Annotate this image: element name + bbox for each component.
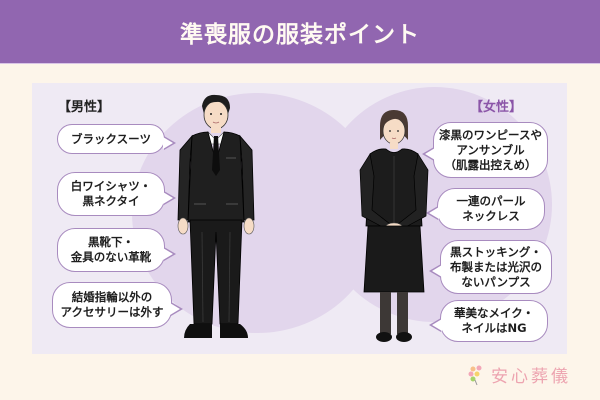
male-section-label: 【男性】	[58, 100, 111, 115]
female-point-dress: 漆黒のワンピースや アンサンブル （肌露出控えめ）	[422, 122, 548, 178]
female-figure-illustration	[359, 110, 429, 342]
bubble-text: ないパンプス	[461, 274, 531, 289]
bubble-text: 白ワイシャツ・	[70, 179, 152, 193]
bubble-text: 漆黒のワンピースや	[439, 127, 542, 142]
bubble-text: 布製または光沢の	[450, 259, 542, 274]
male-point-suit: ブラックスーツ	[57, 124, 176, 154]
brand-name: 安心葬儀	[491, 367, 571, 387]
bubble-text: 金具のない革靴	[70, 250, 152, 264]
header-banner: 準喪服の服装ポイント	[0, 0, 600, 64]
bubble-text: ブラックスーツ	[71, 131, 151, 146]
bubble-text: （肌露出控えめ）	[444, 157, 537, 172]
flower-bouquet-icon	[468, 365, 482, 385]
female-point-makeup: 華美なメイク・ ネイルはNG	[429, 300, 548, 342]
bubble-text: 黒靴下・	[88, 235, 134, 249]
bubble-text: ネックレス	[462, 209, 520, 223]
bubble-text: ネイルはNG	[461, 321, 527, 335]
female-point-stockings-pumps: 黒ストッキング・ 布製または光沢の ないパンプス	[429, 240, 552, 294]
bubble-text: アクセサリーは外す	[60, 305, 164, 319]
page-title: 準喪服の服装ポイント	[180, 21, 420, 48]
bubble-text: 黒ネクタイ	[82, 194, 140, 208]
brand-logo: 安心葬儀	[467, 362, 571, 387]
bubble-text: 一連のパール	[456, 194, 526, 208]
female-point-pearl: 一連のパール ネックレス	[426, 188, 545, 230]
bubble-text: 黒ストッキング・	[450, 244, 542, 259]
bubble-text: 結婚指輪以外の	[71, 290, 153, 304]
male-point-socks-shoes: 黒靴下・ 金具のない革靴	[57, 228, 176, 272]
bubble-text: アンサンブル	[456, 142, 525, 157]
male-point-accessories: 結婚指輪以外の アクセサリーは外す	[52, 282, 183, 328]
bubble-text: 華美なメイク・	[453, 306, 535, 320]
female-section-label: 【女性】	[470, 100, 523, 115]
male-figure-illustration	[177, 94, 255, 338]
male-point-shirt-tie: 白ワイシャツ・ 黒ネクタイ	[57, 172, 176, 216]
